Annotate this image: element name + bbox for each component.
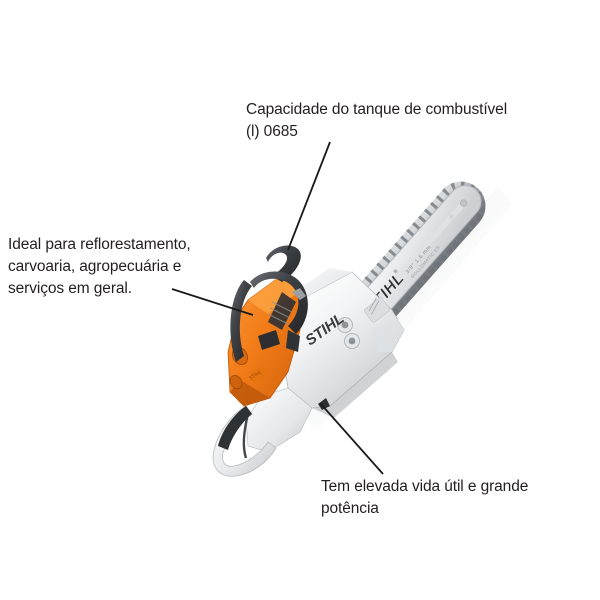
rear-handle-grip (218, 406, 252, 450)
top-handle (266, 245, 301, 282)
chain-brake-handguard (250, 271, 308, 334)
callout-intended-use: Ideal para reflorestamento, carvoaria, a… (8, 236, 191, 297)
choke-lever (258, 330, 280, 350)
callout-fuel-tank-capacity: Capacidade do tanque de combustível (l) … (246, 101, 508, 140)
cylinder-fins (267, 292, 296, 330)
engine-housing: STIHL (245, 268, 405, 453)
oil-cap (229, 374, 243, 390)
svg-text:®: ® (392, 268, 400, 276)
callout-durability-power: Tem elevada vida útil e grande potência (321, 478, 529, 517)
handles (212, 245, 308, 477)
